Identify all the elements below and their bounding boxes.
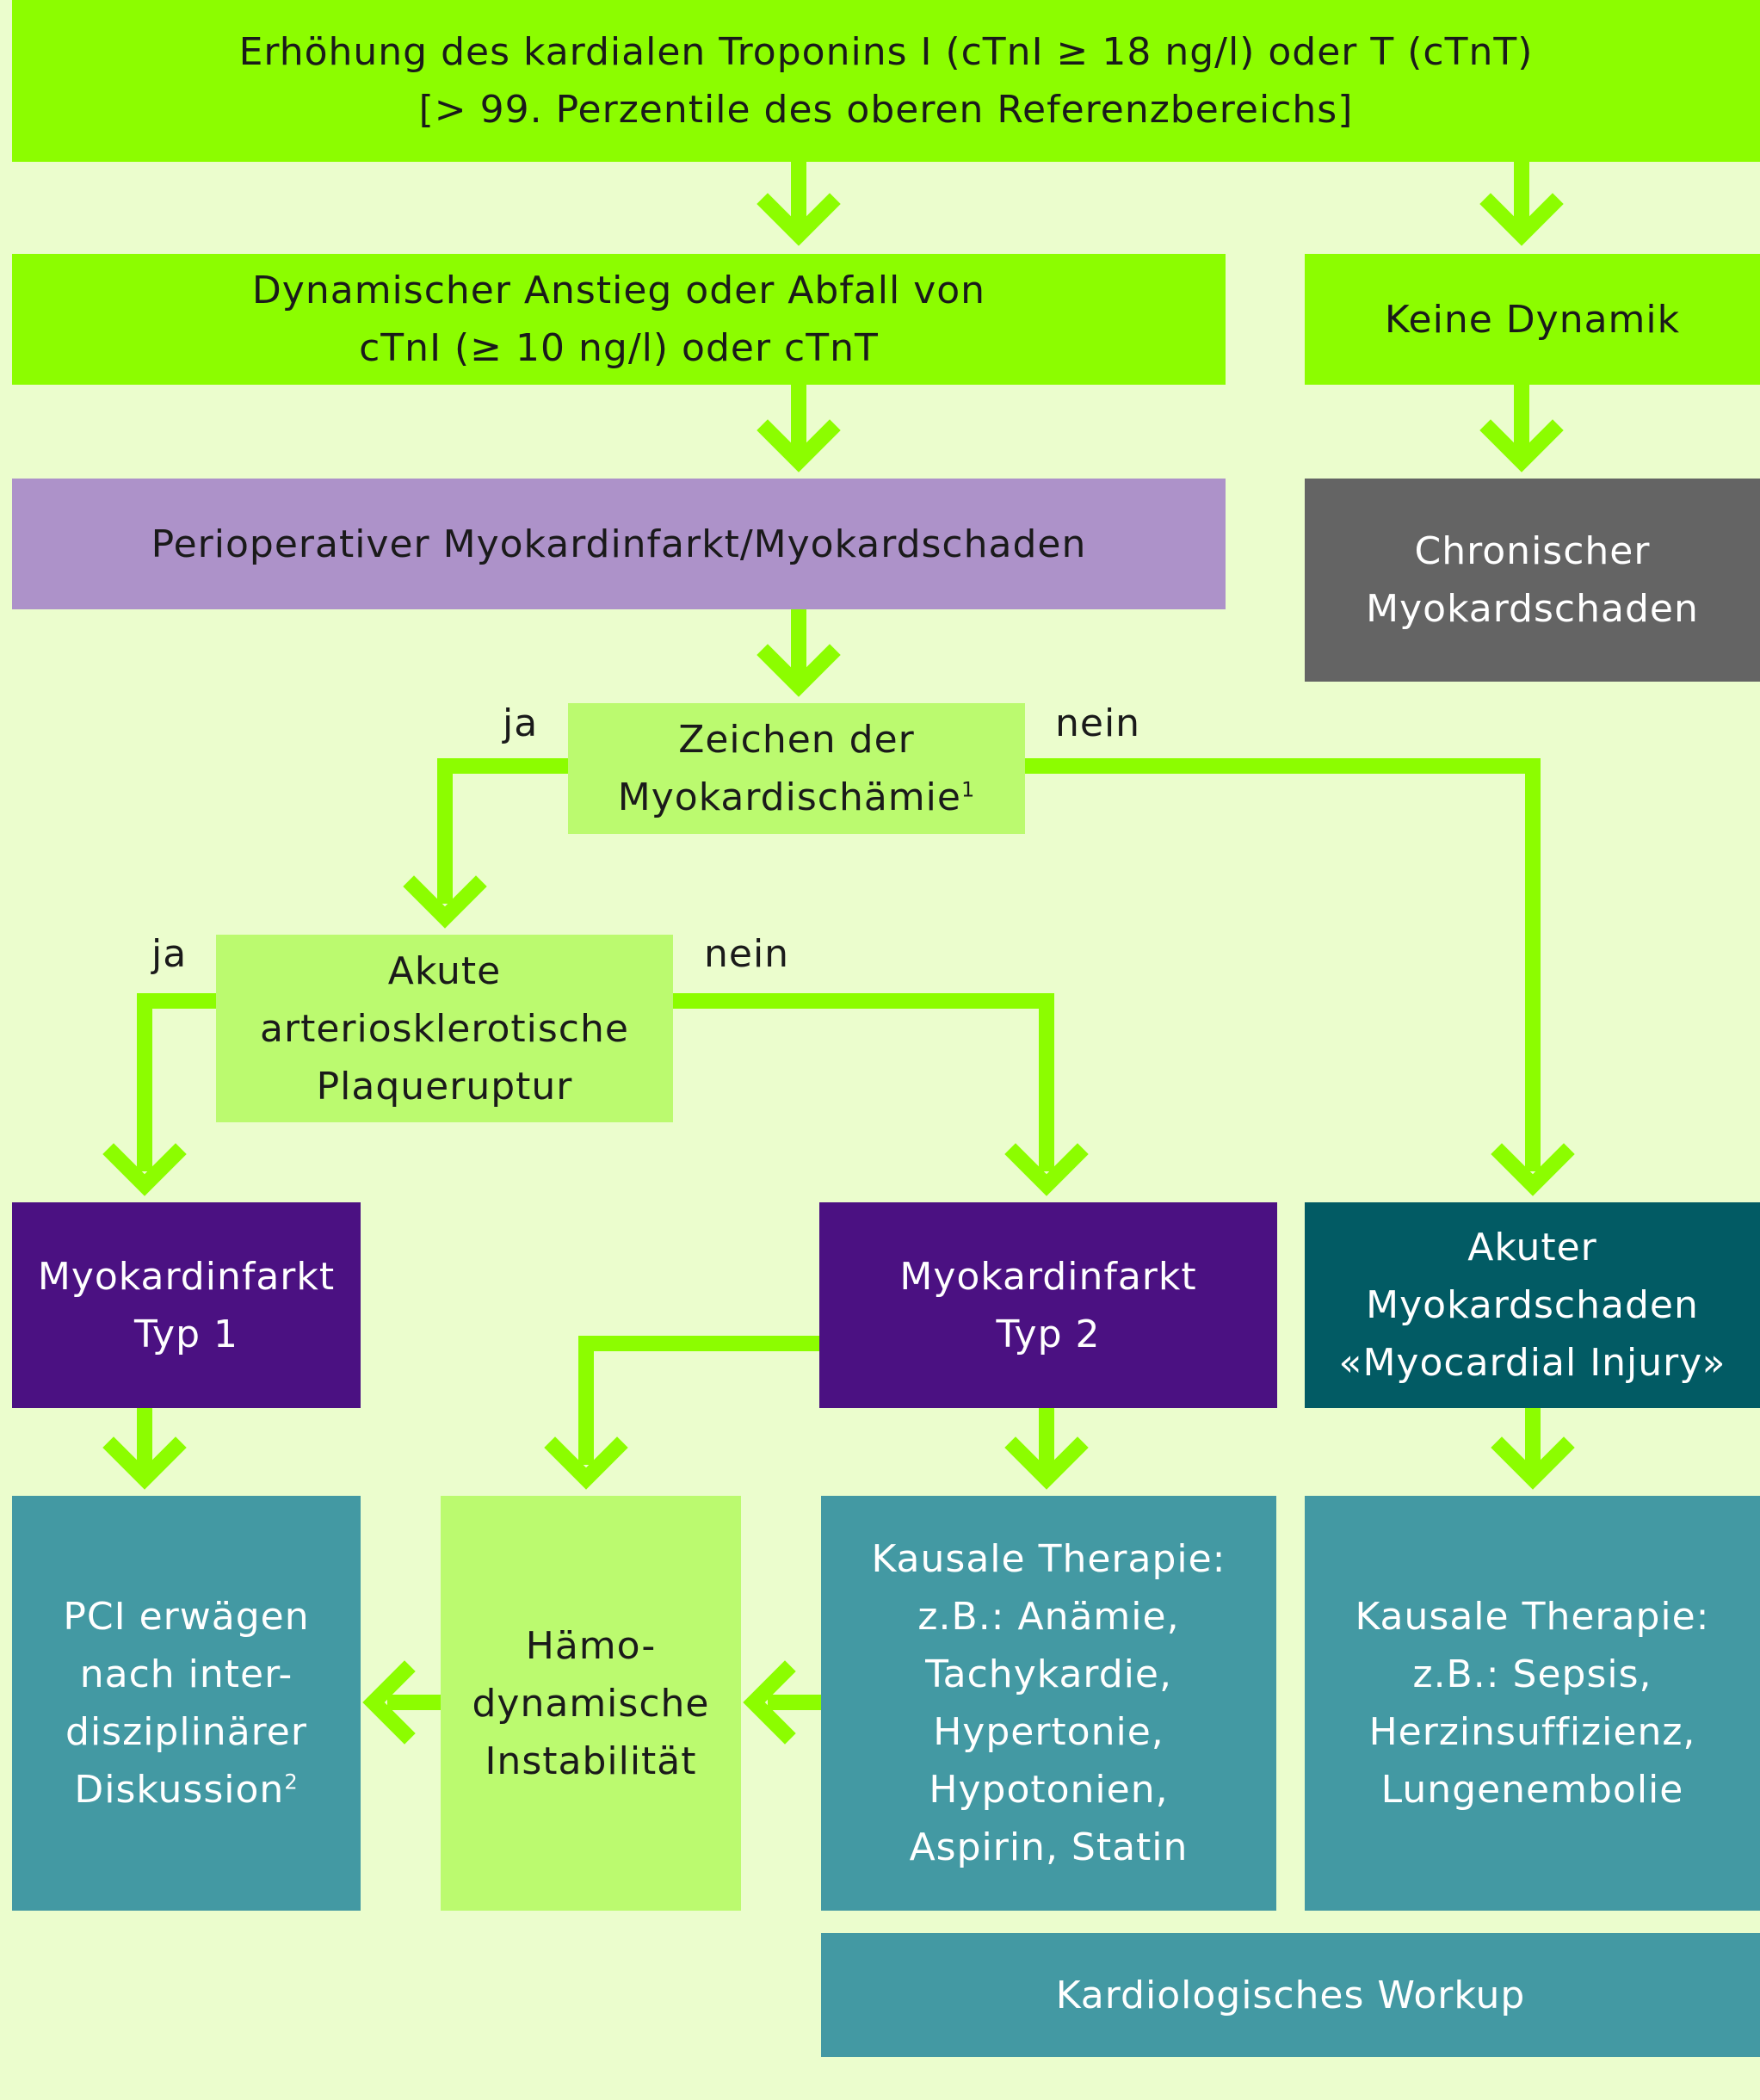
plaque-line1: Akute: [387, 948, 502, 993]
acute-injury-line1: Akuter: [1467, 1226, 1597, 1269]
causal-injury-line1: Kausale Therapie:: [1355, 1595, 1710, 1639]
no-dynamic-line1: Keine Dynamik: [1384, 297, 1681, 342]
plaque-yes-label: ja: [151, 932, 188, 976]
causal-type2-line2: z.B.: Anämie,: [917, 1595, 1180, 1639]
box-plaque-rupture: Akute arteriosklerotische Plaqueruptur: [216, 935, 673, 1122]
box-dynamic-change: Dynamischer Anstieg oder Abfall von cTnI…: [12, 254, 1226, 385]
ischemia-yes-label: ja: [503, 701, 539, 745]
box-mi-type-1: Myokardinfarkt Typ 1: [12, 1202, 361, 1408]
periop-line1: Perioperativer Myokardinfarkt/Myokardsch…: [151, 522, 1087, 566]
pci-line2: nach inter-: [79, 1652, 293, 1696]
arrow-no-dynamic-to-chronic-head: [1479, 419, 1564, 472]
arrow-type2-to-hemo-head: [544, 1436, 628, 1490]
dynamic-line1: Dynamischer Anstieg oder Abfall von: [251, 269, 986, 312]
arrow-ischemia-no-head: [1491, 1143, 1575, 1196]
ischemia-footnote: 1: [960, 777, 976, 802]
path-plaque-no: [673, 993, 1054, 1171]
arrow-plaque-no-head: [1004, 1143, 1089, 1196]
path-ischemia-yes: [437, 758, 568, 904]
box-troponin-elevation: Erhöhung des kardialen Troponins I (cTnI…: [12, 0, 1760, 162]
causal-type2-line1: Kausale Therapie:: [871, 1537, 1226, 1581]
arrow-causal-to-hemo-head: [743, 1660, 796, 1745]
arrow-type1-to-pci-head: [102, 1436, 187, 1490]
mi-type1-line2: Typ 1: [134, 1312, 238, 1356]
causal-injury-line2: z.B.: Sepsis,: [1412, 1652, 1652, 1696]
plaque-line3: Plaqueruptur: [316, 1064, 573, 1109]
box-perioperative-infarction: Perioperativer Myokardinfarkt/Myokardsch…: [12, 479, 1226, 609]
chronic-line2: Myokardschaden: [1366, 587, 1699, 631]
box-causal-therapy-type2: Kausale Therapie: z.B.: Anämie, Tachykar…: [821, 1496, 1276, 1911]
box-ischemia-signs: Zeichen der Myokardischämie1: [568, 703, 1025, 834]
box-chronic-damage: Chronischer Myokardschaden: [1305, 479, 1760, 682]
acute-injury-line2: Myokardschaden: [1366, 1283, 1699, 1327]
path-plaque-yes: [137, 993, 216, 1171]
arrow-injury-to-causal-head: [1491, 1436, 1575, 1490]
pci-line1: PCI erwägen: [63, 1595, 310, 1639]
path-type2-to-hemo: [578, 1336, 819, 1465]
mi-type1-line1: Myokardinfarkt: [37, 1254, 336, 1299]
mi-type2-line1: Myokardinfarkt: [899, 1254, 1197, 1299]
acute-injury-line3: «Myocardial Injury»: [1338, 1341, 1726, 1385]
causal-type2-line5: Hypotonien,: [929, 1768, 1169, 1812]
box-mi-type-2: Myokardinfarkt Typ 2: [819, 1202, 1277, 1408]
box-hemodynamic-instability: Hämo- dynamische Instabilität: [441, 1496, 741, 1911]
dynamic-line2: cTnI (≥ 10 ng/l) oder cTnT: [359, 326, 879, 370]
box-causal-therapy-injury: Kausale Therapie: z.B.: Sepsis, Herzinsu…: [1305, 1496, 1760, 1911]
arrow-ischemia-yes-head: [403, 875, 487, 929]
path-ischemia-no: [1025, 758, 1541, 1171]
hemo-line3: Instabilität: [485, 1739, 697, 1783]
arrow-periop-to-ischemia-head: [756, 644, 841, 697]
box-pci: PCI erwägen nach inter- disziplinärer Di…: [12, 1496, 361, 1911]
arrow-troponin-to-dynamic-head: [756, 193, 841, 246]
chronic-line1: Chronischer: [1414, 529, 1651, 573]
hemo-line2: dynamische: [472, 1681, 710, 1726]
arrow-troponin-to-no-dynamic-head: [1479, 193, 1564, 246]
pci-footnote: 2: [284, 1770, 299, 1794]
box-cardiology-workup: Kardiologisches Workup: [821, 1933, 1760, 2057]
causal-type2-line6: Aspirin, Statin: [909, 1825, 1189, 1869]
pci-line4: Diskussion: [74, 1768, 285, 1812]
arrow-plaque-yes-head: [102, 1143, 187, 1196]
causal-type2-line4: Hypertonie,: [933, 1710, 1164, 1754]
causal-type2-line3: Tachykardie,: [925, 1652, 1172, 1696]
ischemia-no-label: nein: [1055, 701, 1141, 745]
workup-line1: Kardiologisches Workup: [1055, 1973, 1526, 2017]
hemo-line1: Hämo-: [525, 1623, 657, 1668]
ischemia-line1: Zeichen der: [678, 718, 915, 762]
causal-injury-line3: Herzinsuffizienz,: [1368, 1710, 1696, 1754]
troponin-line1: Erhöhung des kardialen Troponins I (cTnI…: [238, 30, 1534, 74]
mi-type2-line2: Typ 2: [996, 1312, 1101, 1356]
plaque-line2: arteriosklerotische: [260, 1006, 629, 1051]
ischemia-line2: Myokardischämie: [617, 775, 961, 819]
arrow-dynamic-to-periop-head: [756, 419, 841, 472]
arrow-type2-to-causal-head: [1004, 1436, 1089, 1490]
box-acute-myocardial-injury: Akuter Myokardschaden «Myocardial Injury…: [1305, 1202, 1760, 1408]
plaque-no-label: nein: [704, 932, 790, 976]
causal-injury-line4: Lungenembolie: [1380, 1768, 1684, 1812]
box-no-dynamic: Keine Dynamik: [1305, 254, 1760, 385]
pci-line3: disziplinärer: [65, 1710, 307, 1754]
troponin-line2: [> 99. Perzentile des oberen Referenzber…: [418, 88, 1354, 132]
arrow-hemo-to-pci-head: [362, 1660, 416, 1745]
